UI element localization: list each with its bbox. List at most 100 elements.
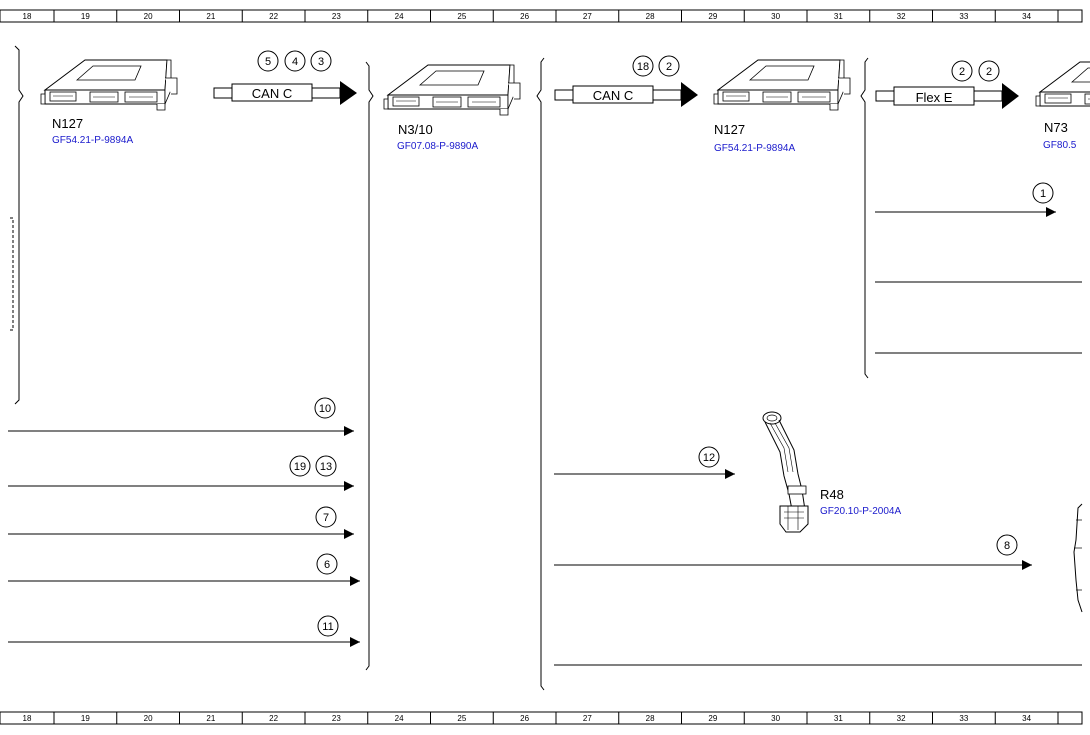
- bus-flex-e[interactable]: Flex E 2 2: [875, 60, 1019, 109]
- bus-can-c-right-label: CAN C: [593, 88, 633, 103]
- signal-line-1[interactable]: 10: [8, 397, 354, 436]
- signal-n73-circle-number: 1: [1040, 188, 1046, 200]
- signal-right-bottom-circle-number: 8: [1004, 540, 1010, 552]
- ruler-bottom-number: 25: [457, 714, 466, 723]
- r48-sensor-icon: [762, 411, 809, 533]
- ecu-n127-right[interactable]: N127 GF54.21-P-9894A: [713, 59, 851, 154]
- flex-circle-2: 2: [978, 60, 1000, 82]
- ruler-bottom-number: 23: [332, 714, 341, 723]
- ruler-top-number: 31: [834, 12, 843, 21]
- bus-flex-e-arrow-icon: [1002, 83, 1019, 109]
- ruler-bottom-number: 24: [395, 714, 404, 723]
- ruler-bottom-number: 30: [771, 714, 780, 723]
- ruler-top-number: 18: [23, 12, 32, 21]
- ecu-n3-10[interactable]: N3/10 GF07.08-P-9890A: [383, 64, 521, 152]
- flex-circle-2-number: 2: [986, 66, 992, 78]
- n3-10-name: N3/10: [398, 122, 433, 137]
- r48-ref-link[interactable]: GF20.10-P-2004A: [820, 506, 901, 517]
- ruler-bottom-frame: [0, 711, 1083, 725]
- ruler-bottom-number: 19: [81, 714, 90, 723]
- can-left-circle-3-number: 3: [318, 56, 324, 68]
- signal-n73-circle: 1: [1032, 182, 1054, 204]
- r48-component[interactable]: R48 GF20.10-P-2004A: [762, 411, 901, 533]
- signal-line-1-circle: 10: [314, 397, 336, 419]
- signal-line-2-circle-a-number: 19: [294, 461, 306, 473]
- partial-component-right: [1073, 503, 1083, 613]
- ecu-n127-left[interactable]: N127 GF54.21-P-9894A: [40, 59, 178, 146]
- can-left-circle-3: 3: [310, 50, 332, 72]
- n73-ref-link[interactable]: GF80.5: [1043, 140, 1077, 151]
- ruler-bottom-number: 33: [959, 714, 968, 723]
- signal-right-bottom[interactable]: 8: [554, 534, 1032, 570]
- ruler-bottom-number: 21: [206, 714, 215, 723]
- ecu-n73-icon: [1035, 61, 1090, 113]
- can-left-circle-1: 5: [257, 50, 279, 72]
- signal-line-4[interactable]: 6: [8, 553, 360, 586]
- ruler-top-frame: [0, 9, 1083, 23]
- ruler-top-number: 30: [771, 12, 780, 21]
- ruler-bottom-number: 27: [583, 714, 592, 723]
- can-left-circle-2-number: 4: [292, 56, 298, 68]
- flex-circle-1: 2: [951, 60, 973, 82]
- ecu-n127-right-icon: [713, 59, 851, 111]
- ruler-bottom-number: 18: [23, 714, 32, 723]
- bus-can-c-right[interactable]: CAN C 18 2: [554, 55, 698, 107]
- n127-left-ref-link[interactable]: GF54.21-P-9894A: [52, 135, 133, 146]
- can-right-circle-2: 2: [658, 55, 680, 77]
- bus-can-c-right-arrow-icon: [681, 82, 698, 107]
- signal-line-5[interactable]: 11: [8, 615, 360, 647]
- ruler-top-number: 33: [959, 12, 968, 21]
- can-right-circle-1: 18: [632, 55, 654, 77]
- section-bracket-right: [536, 57, 545, 691]
- ecu-n3-10-icon: [383, 64, 521, 116]
- bus-can-c-left-arrow-icon: [340, 81, 357, 105]
- ruler-top-number: 20: [144, 12, 153, 21]
- n73-name: N73: [1044, 120, 1068, 135]
- bus-flex-e-label: Flex E: [916, 90, 953, 105]
- signal-line-2-circle-b: 13: [315, 455, 337, 477]
- signal-line-3-circle: 7: [315, 506, 337, 528]
- section-bracket-left: [14, 45, 24, 405]
- signal-n73-arrow[interactable]: 1: [875, 182, 1056, 217]
- ruler-bottom-number: 32: [897, 714, 906, 723]
- ruler-top-number: 28: [646, 12, 655, 21]
- signal-right-bottom-circle: 8: [996, 534, 1018, 556]
- n127-right-ref-link[interactable]: GF54.21-P-9894A: [714, 143, 795, 154]
- ruler-top-number: 34: [1022, 12, 1031, 21]
- ruler-bottom-number: 22: [269, 714, 278, 723]
- section-bracket-mid: [365, 61, 374, 671]
- n3-10-ref-link[interactable]: GF07.08-P-9890A: [397, 141, 478, 152]
- ecu-n73[interactable]: N73 GF80.5: [1035, 61, 1090, 151]
- r48-name: R48: [820, 487, 844, 502]
- ruler-top-number: 24: [395, 12, 404, 21]
- signal-line-2-circle-b-number: 13: [320, 461, 332, 473]
- can-right-circle-1-number: 18: [637, 61, 649, 73]
- ruler-bottom-number: 20: [144, 714, 153, 723]
- ruler-top-number: 27: [583, 12, 592, 21]
- ruler-top-number: 21: [206, 12, 215, 21]
- can-left-circle-2: 4: [284, 50, 306, 72]
- signal-line-4-circle: 6: [316, 553, 338, 575]
- ruler-top-number: 22: [269, 12, 278, 21]
- bus-can-c-left-label: CAN C: [252, 86, 292, 101]
- ruler-top-number: 25: [457, 12, 466, 21]
- ruler-top-number: 19: [81, 12, 90, 21]
- signal-r48-circle: 12: [698, 446, 720, 468]
- signal-r48[interactable]: 12: [554, 446, 735, 479]
- signal-line-2[interactable]: 19 13: [8, 455, 354, 491]
- ruler-top-number: 23: [332, 12, 341, 21]
- ruler-bottom-number: 26: [520, 714, 529, 723]
- ecu-n127-left-icon: [40, 59, 178, 111]
- ruler-bottom-number: 31: [834, 714, 843, 723]
- can-right-circle-2-number: 2: [666, 61, 672, 73]
- ruler-bottom-number: 29: [708, 714, 717, 723]
- dashed-connector: [10, 217, 14, 331]
- signal-line-3[interactable]: 7: [8, 506, 354, 539]
- bus-can-c-left[interactable]: CAN C 5 4 3: [213, 50, 357, 105]
- n127-right-name: N127: [714, 122, 745, 137]
- signal-line-3-circle-number: 7: [323, 512, 329, 524]
- signal-line-5-circle-number: 11: [322, 621, 333, 633]
